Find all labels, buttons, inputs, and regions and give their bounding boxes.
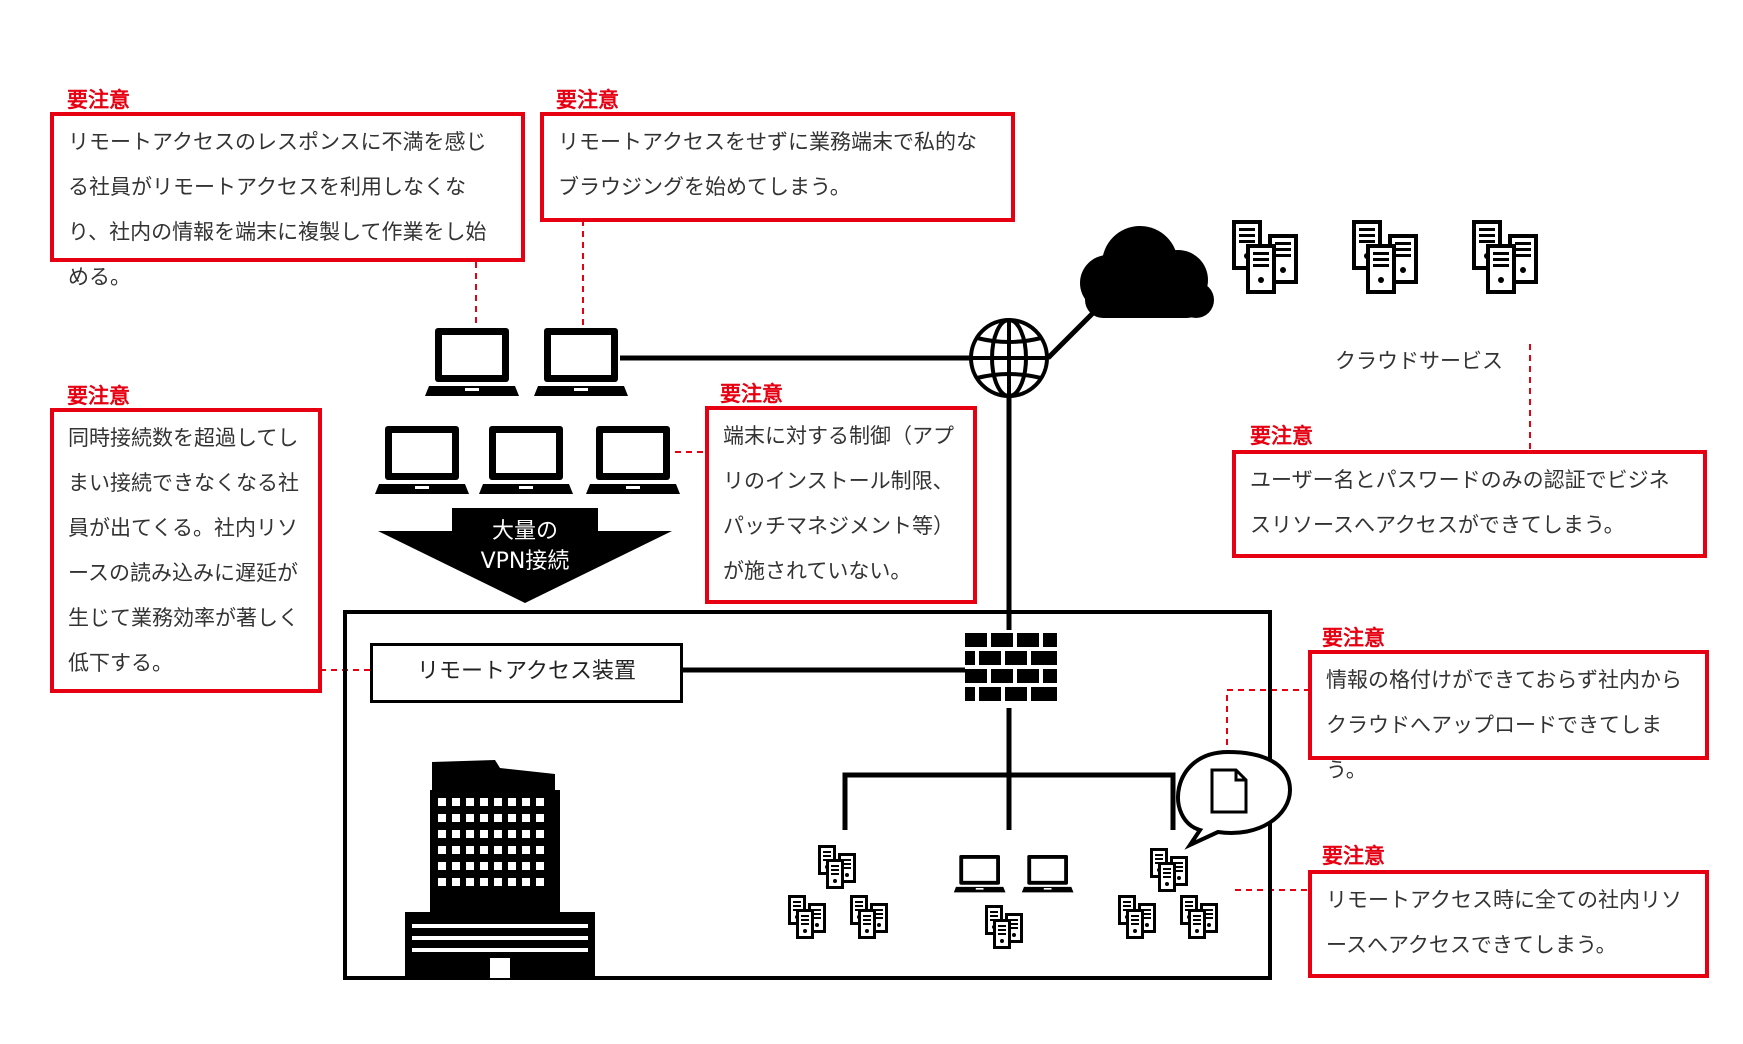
- network-links: [620, 304, 1176, 830]
- laptop-icon: [425, 328, 519, 396]
- caution-label: 要注意: [1322, 844, 1385, 868]
- document-icon: [1176, 749, 1293, 850]
- vpn-arrow-line1: 大量の: [491, 519, 558, 544]
- callout-response: リモートアクセスのレスポンスに不満を感じる社員がリモートアクセスを利用しなくなり…: [50, 112, 525, 289]
- caution-label: 要注意: [556, 88, 619, 112]
- laptop-icon: [479, 426, 573, 494]
- server-icon: [985, 905, 1023, 949]
- laptop-icon: [1021, 855, 1074, 893]
- callout-all-resources: リモートアクセス時に全ての社内リソースへアクセスできてしまう。: [1308, 870, 1709, 978]
- laptop-icon: [953, 855, 1006, 893]
- building-icon: [405, 760, 595, 978]
- server-icon: [788, 895, 826, 939]
- laptop-icon: [534, 328, 628, 396]
- server-icon: [1150, 848, 1188, 892]
- caution-label: 要注意: [1250, 424, 1313, 448]
- connector-upload: [1226, 689, 1310, 750]
- server-icon: [850, 895, 888, 939]
- globe-icon: [969, 318, 1049, 398]
- callout-overload: 同時接続数を超過してしまい接続できなくなる社員が出てくる。社内リソースの読み込み…: [50, 408, 322, 693]
- laptop-icon: [586, 426, 680, 494]
- vpn-arrow-label: 大量の VPN接続: [460, 517, 590, 577]
- caution-label: 要注意: [67, 384, 130, 408]
- server-icon: [1472, 220, 1538, 294]
- server-icon: [818, 845, 856, 889]
- server-icon: [1352, 220, 1418, 294]
- server-icon: [1118, 895, 1156, 939]
- server-icon: [1232, 220, 1298, 294]
- callout-browsing: リモートアクセスをせずに業務端末で私的なブラウジングを始めてしまう。: [540, 112, 1015, 222]
- vpn-arrow: [378, 508, 672, 603]
- laptop-icon: [375, 426, 469, 494]
- caution-label: 要注意: [1322, 626, 1385, 650]
- server-icon: [1180, 895, 1218, 939]
- callout-upload: 情報の格付けができておらず社内からクラウドへアップロードできてしまう。: [1308, 650, 1709, 782]
- vpn-arrow-line2: VPN接続: [480, 549, 570, 574]
- cloud-service-label: クラウドサービス: [1335, 349, 1503, 373]
- cloud-icon: [1080, 226, 1214, 318]
- caution-label: 要注意: [67, 88, 130, 112]
- firewall-icon: [965, 633, 1057, 701]
- remote-access-device: リモートアクセス装置: [370, 643, 683, 703]
- callout-auth: ユーザー名とパスワードのみの認証でビジネスリソースへアクセスができてしまう。: [1232, 450, 1707, 558]
- caution-label: 要注意: [720, 382, 783, 406]
- callout-device-control: 端末に対する制御（アプリのインストール制限、パッチマネジメント等）が施されていな…: [705, 406, 977, 604]
